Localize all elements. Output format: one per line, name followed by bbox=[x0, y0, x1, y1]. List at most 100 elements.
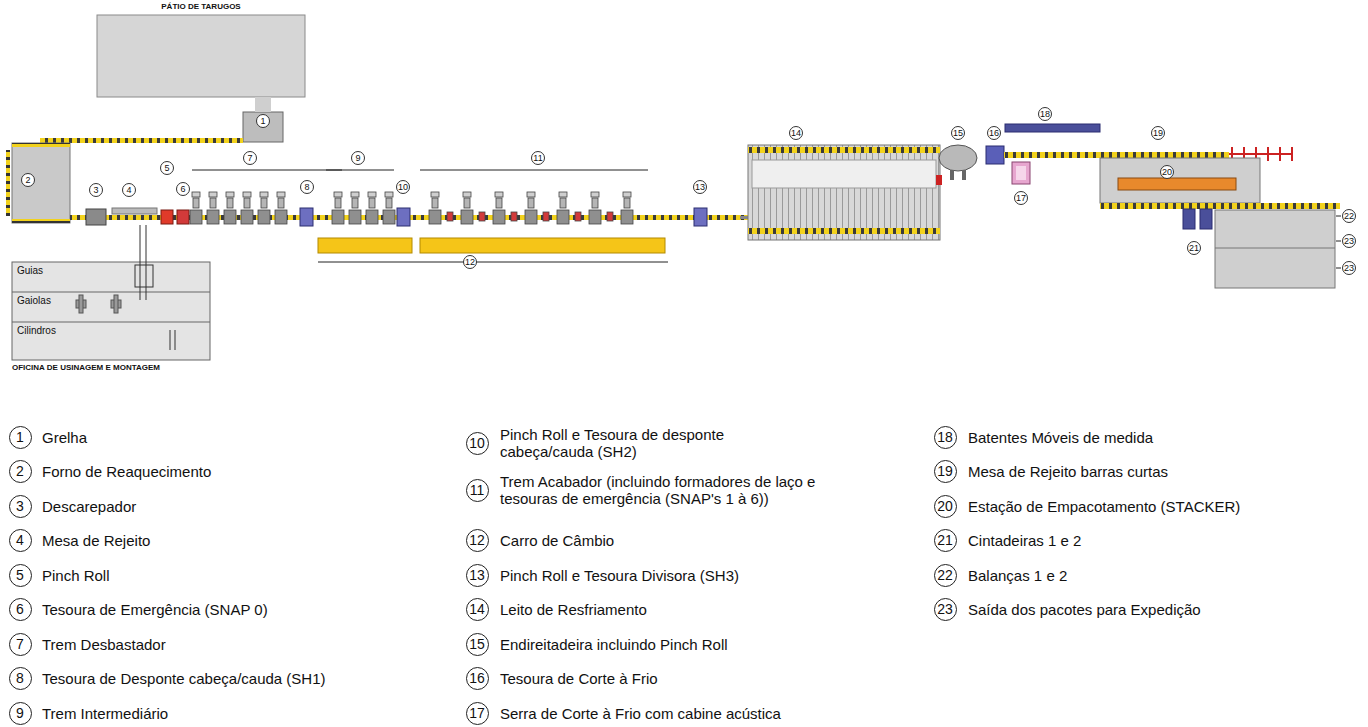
legend-number: 8 bbox=[9, 667, 32, 690]
legend-text: Trem Acabador (incluindo formadores de l… bbox=[500, 473, 840, 507]
stand-icons bbox=[76, 295, 121, 313]
packing-table bbox=[1100, 203, 1340, 209]
legend-number: 17 bbox=[466, 702, 489, 725]
legend-number: 22 bbox=[934, 564, 957, 587]
workshop-fill bbox=[12, 262, 210, 360]
feed-table bbox=[40, 138, 243, 143]
legend-text: Tesoura de Corte à Frio bbox=[500, 670, 900, 687]
legend-text: Trem Desbastador bbox=[42, 636, 442, 653]
callout-number: 22 bbox=[1342, 209, 1356, 223]
row-label: Gaiolas bbox=[12, 292, 210, 310]
callout-number: 21 bbox=[1187, 241, 1201, 255]
legend-text: Grelha bbox=[42, 429, 442, 446]
callout-number: 4 bbox=[122, 183, 136, 197]
area-title: PÁTIO DE TARUGOS bbox=[57, 2, 345, 11]
legend-number: 3 bbox=[9, 495, 32, 518]
row-label: Cilindros bbox=[12, 322, 210, 340]
callout-number: 16 bbox=[987, 126, 1001, 140]
legend-number: 20 bbox=[934, 495, 957, 518]
callout-number: 14 bbox=[789, 126, 803, 140]
change-car bbox=[318, 238, 412, 253]
legend-text: Trem Intermediário bbox=[42, 705, 442, 722]
callout-number: 15 bbox=[951, 126, 965, 140]
leader-lines bbox=[1336, 216, 1341, 268]
legend-number: 19 bbox=[934, 460, 957, 483]
legend-number: 9 bbox=[9, 702, 32, 725]
legend-number: 23 bbox=[934, 598, 957, 621]
callout-number: 5 bbox=[160, 161, 174, 175]
strapper bbox=[1183, 209, 1195, 229]
row-label: Guias bbox=[12, 262, 210, 280]
legend-text: Estação de Empacotamento (STACKER) bbox=[968, 498, 1368, 515]
legend-text: Carro de Câmbio bbox=[500, 532, 900, 549]
group-brackets bbox=[192, 170, 668, 262]
legend-text: Saída dos pacotes para Expedição bbox=[968, 601, 1368, 618]
mill-stands bbox=[190, 192, 633, 224]
legend-text: Tesoura de Desponte cabeça/cauda (SH1) bbox=[42, 670, 442, 687]
legend-text: Serra de Corte à Frio com cabine acústic… bbox=[500, 705, 900, 722]
callout-number: 20 bbox=[1160, 165, 1174, 179]
area-row: Guias bbox=[12, 262, 210, 292]
callout-number: 19 bbox=[1151, 126, 1165, 140]
legend-number: 16 bbox=[466, 667, 489, 690]
legend-number: 21 bbox=[934, 529, 957, 552]
legend-number: 2 bbox=[9, 460, 32, 483]
callout-number: 13 bbox=[693, 180, 707, 194]
straightener bbox=[939, 145, 977, 171]
callout-number: 11 bbox=[531, 151, 545, 165]
legend-number: 10 bbox=[466, 432, 489, 455]
crop-shears bbox=[300, 208, 707, 226]
callout-number: 10 bbox=[396, 180, 410, 194]
change-car bbox=[420, 238, 665, 253]
area-row: Cilindros bbox=[12, 322, 210, 359]
callout-number: 23 bbox=[1342, 261, 1356, 275]
exit-table bbox=[1004, 152, 1229, 158]
area-title: OFICINA DE USINAGEM E MONTAGEM bbox=[12, 363, 160, 372]
furnace bbox=[12, 143, 70, 223]
pinch-roll bbox=[161, 210, 173, 224]
legend-number: 12 bbox=[466, 529, 489, 552]
callout-number: 18 bbox=[1038, 107, 1052, 121]
descaler bbox=[86, 209, 106, 225]
legend-text: Cintadeiras 1 e 2 bbox=[968, 532, 1368, 549]
callout-number: 2 bbox=[21, 173, 35, 187]
legend-number: 1 bbox=[9, 426, 32, 449]
legend-number: 4 bbox=[9, 529, 32, 552]
legend-number: 15 bbox=[466, 633, 489, 656]
cold-shear bbox=[986, 146, 1004, 164]
legend-text: Endireitadeira incluindo Pinch Roll bbox=[500, 636, 900, 653]
cooling-bed bbox=[748, 145, 940, 240]
callout-number: 1 bbox=[256, 114, 270, 128]
legend-text: Pinch Roll e Tesoura de desponte cabeça/… bbox=[500, 426, 762, 460]
legend-number: 6 bbox=[9, 598, 32, 621]
legend-number: 11 bbox=[466, 479, 489, 502]
legend-number: 18 bbox=[934, 426, 957, 449]
grate-box bbox=[243, 112, 283, 142]
callout-number: 17 bbox=[1014, 191, 1028, 205]
emergency-shear bbox=[177, 210, 189, 224]
legend-number: 13 bbox=[466, 564, 489, 587]
callout-number: 8 bbox=[300, 180, 314, 194]
area-box: OFICINA DE USINAGEM E MONTAGEMGuiasGaiol… bbox=[12, 262, 210, 360]
strapper bbox=[1200, 209, 1212, 229]
legend-text: Forno de Reaquecimento bbox=[42, 463, 442, 480]
callout-number: 9 bbox=[351, 151, 365, 165]
legend-number: 5 bbox=[9, 564, 32, 587]
reject-table bbox=[112, 208, 157, 214]
legend-text: Leito de Resfriamento bbox=[500, 601, 900, 618]
callout-number: 7 bbox=[243, 151, 257, 165]
area-row: Gaiolas bbox=[12, 292, 210, 322]
legend-text: Pinch Roll bbox=[42, 567, 442, 584]
legend-number: 14 bbox=[466, 598, 489, 621]
stacker bbox=[1100, 158, 1260, 203]
furnace-burners bbox=[6, 150, 10, 216]
yard-fill bbox=[97, 15, 305, 97]
cold-saw bbox=[1012, 162, 1030, 184]
legend-text: Mesa de Rejeito bbox=[42, 532, 442, 549]
furnace-edge bbox=[12, 143, 70, 147]
bundle-area bbox=[1215, 210, 1335, 288]
area-box: PÁTIO DE TARUGOS bbox=[97, 15, 305, 97]
grate-link bbox=[255, 97, 271, 112]
legend-text: Batentes Móveis de medida bbox=[968, 429, 1368, 446]
furnace-edge bbox=[12, 219, 70, 223]
